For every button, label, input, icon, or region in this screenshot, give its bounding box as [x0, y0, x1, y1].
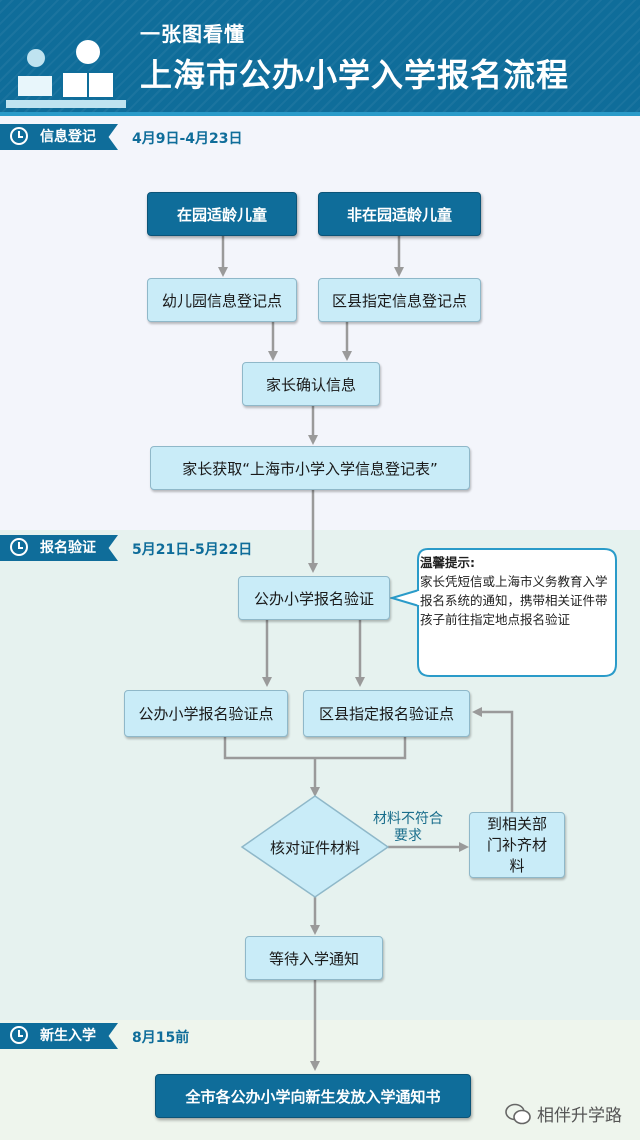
- header-divider: [0, 112, 640, 116]
- stage-label: 新生入学: [40, 1028, 96, 1044]
- stage-label: 信息登记: [40, 129, 96, 145]
- kindergarten-children-box: 在园适龄儿童: [147, 192, 297, 236]
- district-verification-point-box: 区县指定报名验证点: [303, 690, 470, 737]
- stage-date: 5月21日-5月22日: [132, 542, 253, 558]
- stage-tab-enrollment: 新生入学: [0, 1023, 118, 1049]
- watermark: 相伴升学路: [505, 1101, 622, 1126]
- not-qualified-label: 材料不符合要求: [373, 811, 443, 844]
- kindergarten-registration-box: 幼儿园信息登记点: [147, 278, 297, 322]
- parent-obtain-form-box: 家长获取“上海市小学入学信息登记表”: [150, 446, 470, 490]
- tip-body: 家长凭短信或上海市义务教育入学报名系统的通知，携带相关证件带孩子前往指定地点报名…: [420, 574, 608, 627]
- check-diamond: [240, 795, 390, 898]
- stage-date: 8月15前: [132, 1030, 190, 1046]
- tip-bubble: [388, 548, 617, 677]
- header-banner: 一张图看懂 上海市公办小学入学报名流程: [0, 0, 640, 112]
- parent-confirm-box: 家长确认信息: [242, 362, 380, 406]
- watermark-text: 相伴升学路: [537, 1106, 622, 1126]
- clock-icon: [10, 127, 28, 145]
- students-reading-icon: [6, 40, 126, 108]
- public-school-verification-box: 公办小学报名验证: [238, 576, 390, 620]
- tip-title: 温馨提示:: [420, 555, 475, 570]
- header-title: 上海市公办小学入学报名流程: [140, 56, 570, 94]
- tip-text-block: 温馨提示: 家长凭短信或上海市义务教育入学报名系统的通知，携带相关证件带孩子前往…: [420, 553, 610, 629]
- stage-tab-verification: 报名验证: [0, 535, 118, 561]
- header-subtitle: 一张图看懂: [140, 22, 245, 46]
- stage-date: 4月9日-4月23日: [132, 131, 243, 147]
- check-documents-label: 核对证件材料: [269, 838, 360, 857]
- non-kindergarten-children-box: 非在园适龄儿童: [318, 192, 481, 236]
- clock-icon: [10, 1026, 28, 1044]
- district-registration-box: 区县指定信息登记点: [318, 278, 481, 322]
- go-department-box: 到相关部门补齐材料: [469, 812, 565, 878]
- clock-icon: [10, 538, 28, 556]
- stage-tab-registration: 信息登记: [0, 124, 118, 150]
- wechat-icon: [505, 1103, 531, 1124]
- wait-notice-box: 等待入学通知: [245, 936, 383, 980]
- public-school-verification-point-box: 公办小学报名验证点: [124, 690, 288, 737]
- issue-notice-box: 全市各公办小学向新生发放入学通知书: [155, 1074, 471, 1118]
- stage-label: 报名验证: [40, 540, 96, 556]
